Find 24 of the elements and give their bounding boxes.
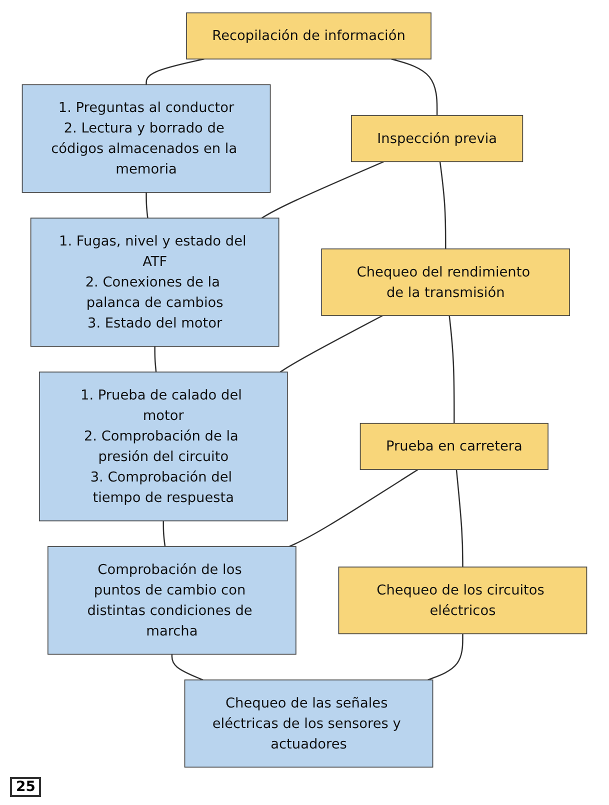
- node-box: Comprobación de los puntos de cambio con distintas condiciones de marcha: [48, 546, 296, 655]
- connector: [280, 315, 383, 373]
- connector: [289, 469, 418, 548]
- connector: [439, 162, 446, 249]
- connector: [261, 161, 384, 219]
- node-box: Chequeo de las señales eléctricas de los sensores y actuadores: [184, 680, 434, 768]
- connector: [154, 346, 157, 372]
- connector: [448, 316, 455, 424]
- connector: [171, 654, 204, 681]
- node-box: Chequeo de los circuitos eléctricos: [338, 566, 588, 634]
- node-box: Chequeo del rendimiento de la transmisión: [321, 248, 570, 316]
- connector: [428, 634, 464, 681]
- figure-number: 25: [10, 777, 42, 797]
- connector: [456, 469, 464, 568]
- node-box: Recopilación de información: [186, 12, 432, 60]
- node-box: 1. Prueba de calado del motor 2. Comprobación de la presión del circuito 3. Comprobación del tiempo de respuesta: [38, 372, 288, 522]
- connector: [391, 58, 438, 116]
- connector: [162, 520, 166, 547]
- connector: [146, 192, 148, 218]
- node-box: 1. Fugas, nivel y estado del ATF 2. Conexiones de la palanca de cambios 3. Estado del motor: [30, 218, 280, 347]
- node-box: 1. Preguntas al conductor 2. Lectura y borrado de códigos almacenados en la memoria: [22, 84, 271, 193]
- connector: [146, 58, 204, 85]
- node-box: Prueba en carretera: [360, 422, 548, 470]
- node-box: Inspección previa: [351, 115, 524, 162]
